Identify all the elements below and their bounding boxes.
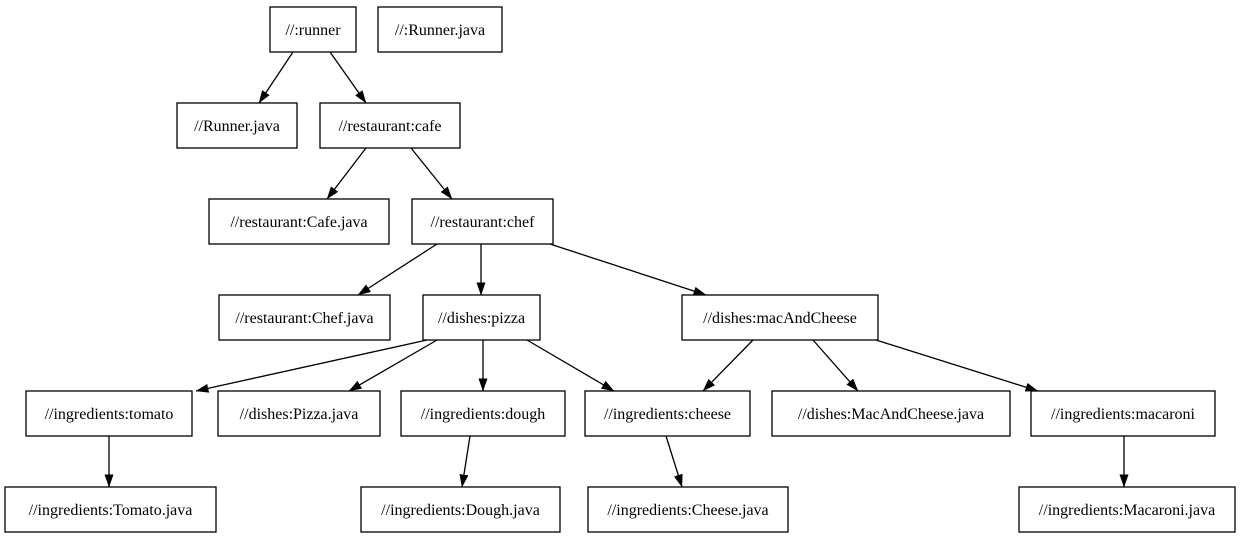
node-dough-java: //ingredients:Dough.java <box>360 486 561 533</box>
node-label-runner-java: //Runner.java <box>194 118 280 135</box>
node-runner-java: //Runner.java <box>176 102 298 149</box>
node-box-pizza <box>422 294 541 341</box>
node-runner-java-root: //:Runner.java <box>377 6 503 53</box>
node-label-runner-java-root: //:Runner.java <box>395 22 485 39</box>
node-box-macaroni <box>1030 390 1216 437</box>
node-pizza-java: //dishes:Pizza.java <box>217 390 381 437</box>
node-box-chef <box>411 198 554 245</box>
node-box-cafe <box>319 102 461 149</box>
node-runner: //:runner <box>269 6 357 53</box>
node-box-cheese-java <box>587 486 789 533</box>
edge-cheese-to-cheese-java <box>665 435 683 488</box>
node-box-tomato <box>25 390 193 437</box>
edges-layer <box>104 51 1129 488</box>
node-label-cheese: //ingredients:cheese <box>604 406 731 423</box>
edge-pizza-to-cheese <box>526 339 615 392</box>
edge-cafe-to-chef <box>410 147 453 200</box>
edge-chef-to-mac-and-cheese <box>549 243 707 296</box>
node-label-pizza-java: //dishes:Pizza.java <box>240 406 359 423</box>
node-box-runner-java <box>176 102 298 149</box>
node-tomato: //ingredients:tomato <box>25 390 193 437</box>
node-label-mac-and-cheese: //dishes:macAndCheese <box>703 310 857 327</box>
edge-cafe-to-cafe-java <box>326 147 367 200</box>
node-box-cheese <box>584 390 751 437</box>
node-mac-and-cheese-java: //dishes:MacAndCheese.java <box>771 390 1011 437</box>
node-label-runner: //:runner <box>285 22 341 39</box>
node-cheese-java: //ingredients:Cheese.java <box>587 486 789 533</box>
edge-mac-and-cheese-to-mac-and-cheese-java <box>812 339 859 392</box>
node-label-pizza: //dishes:pizza <box>438 310 525 327</box>
edge-runner-to-runner-java <box>258 51 294 104</box>
node-box-cafe-java <box>208 198 390 245</box>
node-label-chef: //restaurant:chef <box>431 214 536 231</box>
node-pizza: //dishes:pizza <box>422 294 541 341</box>
edge-pizza-to-tomato <box>195 339 428 393</box>
edge-pizza-to-pizza-java <box>348 339 438 392</box>
node-box-pizza-java <box>217 390 381 437</box>
node-box-tomato-java <box>4 486 217 533</box>
node-box-dough-java <box>360 486 561 533</box>
node-macaroni-java: //ingredients:Macaroni.java <box>1018 486 1236 533</box>
node-cafe: //restaurant:cafe <box>319 102 461 149</box>
edge-mac-and-cheese-to-cheese <box>702 339 754 392</box>
node-tomato-java: //ingredients:Tomato.java <box>4 486 217 533</box>
edge-chef-to-chef-java <box>357 243 438 296</box>
node-label-macaroni-java: //ingredients:Macaroni.java <box>1039 502 1215 519</box>
node-label-dough: //ingredients:dough <box>421 406 545 423</box>
edge-mac-and-cheese-to-macaroni <box>875 339 1039 392</box>
nodes-layer: //:runner //:Runner.java //Runner.java //re… <box>4 6 1236 533</box>
node-label-dough-java: //ingredients:Dough.java <box>381 502 540 519</box>
node-cafe-java: //restaurant:Cafe.java <box>208 198 390 245</box>
node-box-runner <box>269 6 357 53</box>
node-dough: //ingredients:dough <box>400 390 566 437</box>
node-box-mac-and-cheese <box>681 294 879 341</box>
node-label-cafe-java: //restaurant:Cafe.java <box>230 214 367 231</box>
node-label-tomato-java: //ingredients:Tomato.java <box>29 502 193 519</box>
node-cheese: //ingredients:cheese <box>584 390 751 437</box>
node-label-cheese-java: //ingredients:Cheese.java <box>607 502 768 519</box>
node-box-chef-java <box>218 294 391 341</box>
node-label-tomato: //ingredients:tomato <box>45 406 174 423</box>
node-box-dough <box>400 390 566 437</box>
node-label-mac-and-cheese-java: //dishes:MacAndCheese.java <box>798 406 984 423</box>
node-box-macaroni-java <box>1018 486 1236 533</box>
node-macaroni: //ingredients:macaroni <box>1030 390 1216 437</box>
node-label-cafe: //restaurant:cafe <box>338 118 441 135</box>
edge-dough-to-dough-java <box>459 435 471 488</box>
node-box-mac-and-cheese-java <box>771 390 1011 437</box>
node-mac-and-cheese: //dishes:macAndCheese <box>681 294 879 341</box>
node-chef: //restaurant:chef <box>411 198 554 245</box>
edge-runner-to-cafe <box>329 51 367 104</box>
node-label-macaroni: //ingredients:macaroni <box>1051 406 1196 423</box>
node-chef-java: //restaurant:Chef.java <box>218 294 391 341</box>
node-label-chef-java: //restaurant:Chef.java <box>235 310 373 327</box>
node-box-runner-java-root <box>377 6 503 53</box>
